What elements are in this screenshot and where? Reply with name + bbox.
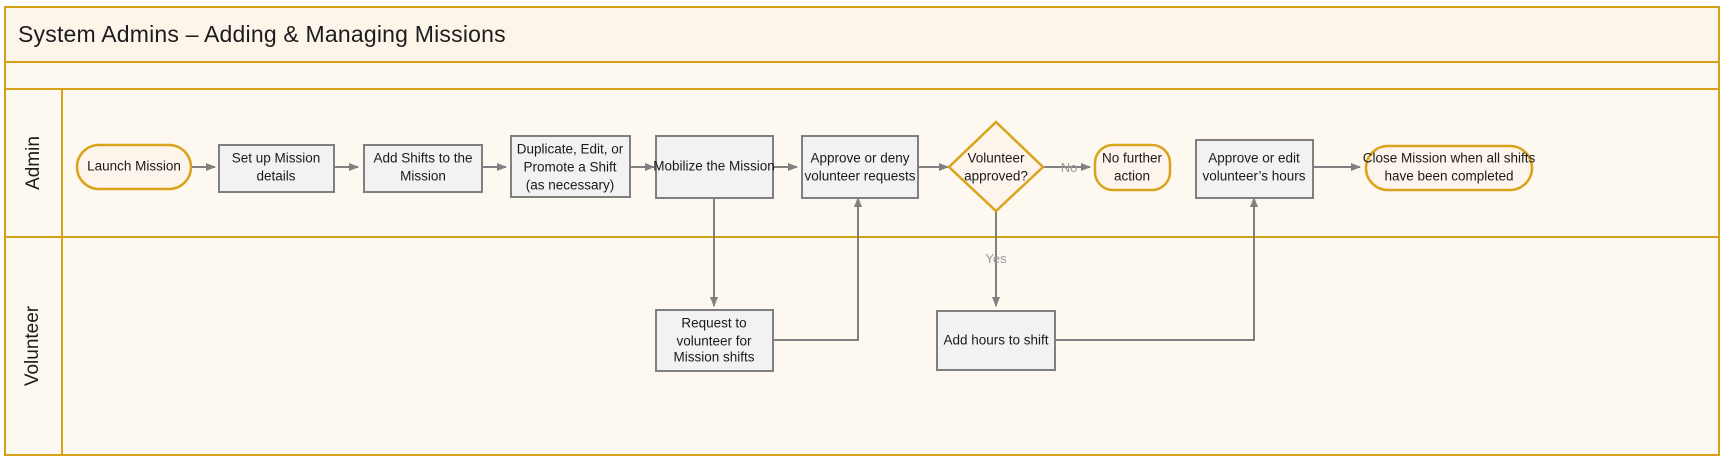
page-title: System Admins – Adding & Managing Missio… [18, 21, 506, 47]
diagram-title-band: System Admins – Adding & Managing Missio… [6, 8, 1718, 63]
lane-label-admin: Admin [22, 136, 44, 190]
lane-admin: Admin [6, 90, 1718, 238]
lane-header-volunteer: Volunteer [6, 238, 63, 454]
lane-header-admin: Admin [6, 90, 63, 236]
lane-label-volunteer: Volunteer [22, 305, 44, 387]
lane-volunteer: Volunteer [6, 238, 1718, 454]
phase-band [6, 63, 1718, 90]
